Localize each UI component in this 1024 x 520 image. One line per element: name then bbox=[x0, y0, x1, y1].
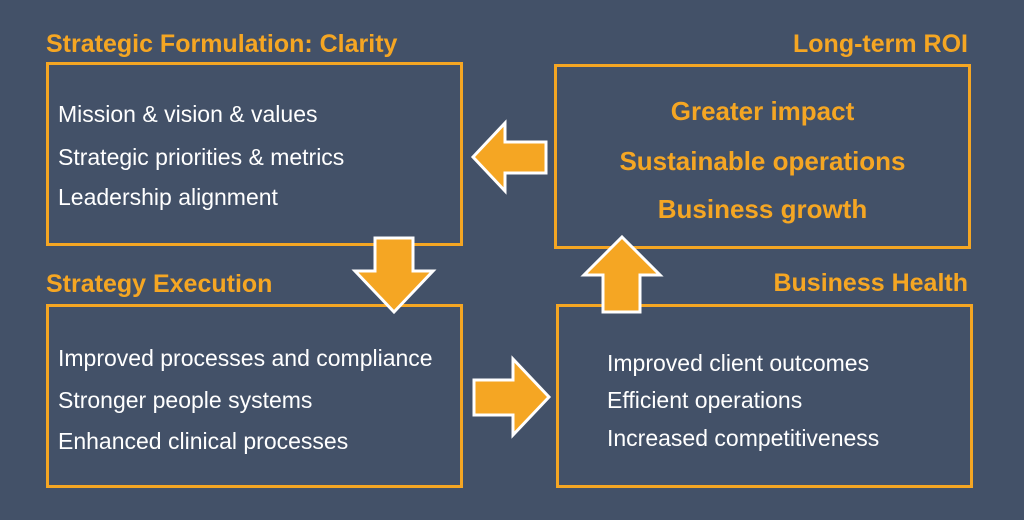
health-item: Improved client outcomes bbox=[607, 350, 870, 376]
arrow-down-icon bbox=[351, 236, 437, 315]
formulation-title: Strategic Formulation: Clarity bbox=[46, 30, 398, 58]
arrow-up-icon bbox=[580, 234, 664, 314]
execution-item: Improved processes and compliance bbox=[58, 345, 433, 371]
formulation-item: Leadership alignment bbox=[58, 184, 278, 210]
roi-item: Greater impact bbox=[670, 96, 855, 126]
formulation-box: Mission & vision & values Strategic prio… bbox=[46, 62, 463, 246]
execution-item: Enhanced clinical processes bbox=[58, 428, 349, 454]
execution-box: Improved processes and compliance Strong… bbox=[46, 304, 463, 488]
roi-title: Long-term ROI bbox=[793, 30, 968, 58]
health-item: Increased competitiveness bbox=[607, 425, 880, 451]
health-item: Efficient operations bbox=[607, 387, 803, 413]
execution-item: Stronger people systems bbox=[58, 387, 313, 413]
execution-title: Strategy Execution bbox=[46, 270, 273, 298]
arrow-left-icon bbox=[470, 119, 548, 195]
formulation-item: Mission & vision & values bbox=[58, 101, 318, 127]
roi-item: Business growth bbox=[657, 194, 868, 224]
roi-item: Sustainable operations bbox=[619, 146, 906, 176]
roi-box: Greater impact Sustainable operations Bu… bbox=[554, 64, 971, 249]
formulation-item: Strategic priorities & metrics bbox=[58, 144, 345, 170]
health-title: Business Health bbox=[773, 269, 968, 297]
arrow-right-icon bbox=[472, 355, 552, 439]
health-box: Improved client outcomes Efficient opera… bbox=[556, 304, 973, 488]
